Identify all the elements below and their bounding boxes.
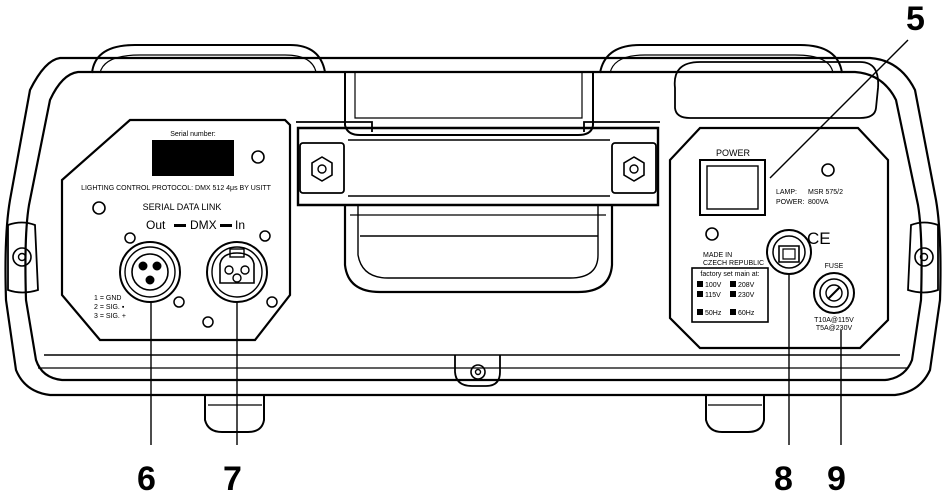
dmx-out-label: Out bbox=[146, 218, 166, 232]
pin-2-label: 2 = SIG. ▪ bbox=[94, 304, 125, 311]
voltage-208: 208V bbox=[738, 282, 755, 289]
callout-8: 8 bbox=[774, 460, 793, 498]
power-switch-label: POWER bbox=[716, 148, 751, 158]
dash-icon bbox=[174, 224, 186, 227]
screw-icon bbox=[251, 150, 265, 164]
pin-3-label: 3 = SIG. + bbox=[94, 313, 126, 320]
screw-icon bbox=[821, 163, 835, 177]
serial-number-plate bbox=[152, 140, 234, 176]
dmx-in-connector[interactable] bbox=[206, 241, 268, 303]
screw-icon bbox=[92, 201, 106, 215]
checkbox-icon bbox=[697, 281, 703, 287]
screw-icon bbox=[259, 230, 271, 242]
protocol-text: LIGHTING CONTROL PROTOCOL: DMX 512 4μs B… bbox=[81, 185, 272, 192]
voltage-115: 115V bbox=[705, 292, 721, 299]
screw-icon bbox=[705, 227, 719, 241]
screw-icon bbox=[202, 316, 214, 328]
lamp-label: LAMP: bbox=[776, 189, 797, 196]
power-rating-value: 800VA bbox=[808, 199, 829, 206]
callout-9: 9 bbox=[827, 460, 846, 498]
housing bbox=[4, 44, 942, 433]
left-panel: Serial number: LIGHTING CONTROL PROTOCOL… bbox=[60, 118, 292, 342]
carry-handle bbox=[296, 121, 660, 294]
callout-7: 7 bbox=[223, 460, 242, 498]
serial-number-label: Serial number: bbox=[170, 131, 216, 138]
fuse-holder[interactable] bbox=[813, 272, 855, 314]
frequency-50: 50Hz bbox=[705, 310, 722, 317]
right-panel: POWER LAMP: MSR 575/2 POWER: 800VA MADE … bbox=[668, 126, 890, 350]
voltage-100: 100V bbox=[705, 282, 722, 289]
callout-leaders bbox=[150, 39, 909, 445]
made-in-label: MADE IN bbox=[703, 252, 732, 259]
pin-1-label: 1 = GND bbox=[94, 295, 121, 302]
serial-data-link-label: SERIAL DATA LINK bbox=[143, 202, 222, 212]
ce-mark: CE bbox=[807, 229, 831, 248]
fuse-label: FUSE bbox=[825, 263, 844, 270]
dmx-out-connector[interactable] bbox=[119, 241, 181, 303]
screw-icon bbox=[124, 232, 136, 244]
fuse-rating-115: T10A@115V bbox=[814, 317, 854, 324]
checkbox-icon bbox=[730, 309, 736, 315]
fuse-rating-230: T5A@230V bbox=[816, 325, 853, 332]
country-label: CZECH REPUBLIC bbox=[703, 260, 764, 267]
frequency-60: 60Hz bbox=[738, 310, 755, 317]
dmx-in-label: In bbox=[235, 218, 245, 232]
lamp-value: MSR 575/2 bbox=[808, 189, 843, 196]
voltage-230: 230V bbox=[738, 292, 755, 299]
screw-icon bbox=[266, 296, 278, 308]
dmx-label: DMX bbox=[190, 218, 217, 232]
factory-settings-box: factory set main at: 100V 208V 115V 230V… bbox=[691, 267, 769, 323]
power-inlet[interactable] bbox=[766, 229, 812, 275]
factory-settings-title: factory set main at: bbox=[700, 271, 759, 278]
right-panel-outline bbox=[668, 126, 890, 350]
power-switch[interactable] bbox=[699, 159, 766, 216]
power-rating-label: POWER: bbox=[776, 199, 804, 206]
callout-5: 5 bbox=[906, 0, 925, 38]
screw-icon bbox=[173, 296, 185, 308]
left-panel-outline bbox=[60, 118, 292, 342]
checkbox-icon bbox=[730, 281, 736, 287]
checkbox-icon bbox=[730, 291, 736, 297]
dash-icon bbox=[220, 224, 232, 227]
checkbox-icon bbox=[697, 291, 703, 297]
callout-6: 6 bbox=[137, 460, 156, 498]
checkbox-icon bbox=[697, 309, 703, 315]
